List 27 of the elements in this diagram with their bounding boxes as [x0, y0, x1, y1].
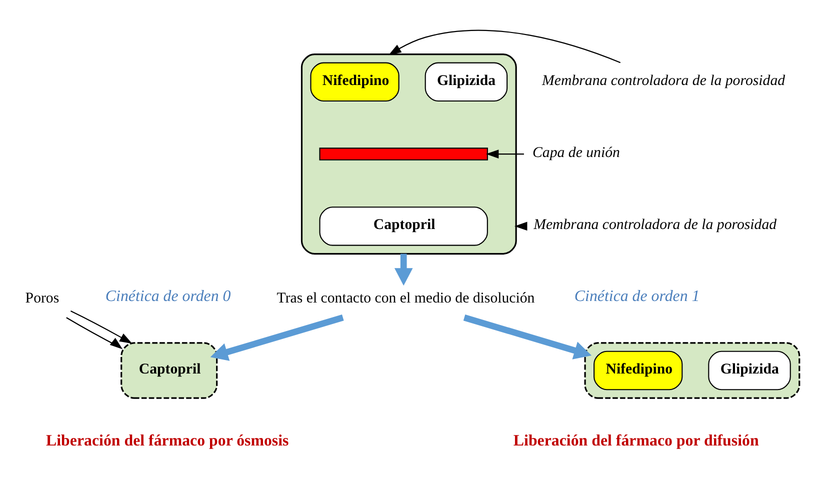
node-label: Liberación del fármaco por difusión [513, 432, 759, 449]
node-label: Liberación del fármaco por ósmosis [46, 432, 289, 449]
arrow [210, 314, 344, 360]
arrow [514, 221, 528, 230]
node-text: Tras el contacto con el medio de disolución [276, 290, 535, 306]
node-label: Cinética de orden 1 [574, 288, 700, 304]
node-text: Membrana controladora de la porosidad [534, 216, 777, 233]
node-box: Glipizida [708, 350, 791, 390]
node-box: Nifedipino [310, 62, 400, 102]
cluster [120, 342, 218, 398]
arrow [463, 314, 592, 359]
arrow [394, 253, 413, 286]
node-bar [319, 147, 488, 160]
node-box: Glipizida [424, 62, 508, 102]
arrow [486, 149, 524, 158]
node-label: Cinética de orden 0 [105, 288, 231, 304]
arrow [388, 29, 621, 63]
node-text: Capa de unión [532, 144, 620, 160]
node-box: Nifedipino [594, 350, 683, 390]
node-text: Membrana controladora de la porosidad [542, 72, 786, 88]
arrow [70, 310, 132, 344]
cluster [300, 53, 517, 254]
arrow [66, 316, 123, 349]
cluster [584, 342, 800, 398]
node-box: Captopril [319, 206, 488, 246]
node-text: Captopril [138, 360, 201, 377]
node-text: Poros [25, 290, 60, 306]
